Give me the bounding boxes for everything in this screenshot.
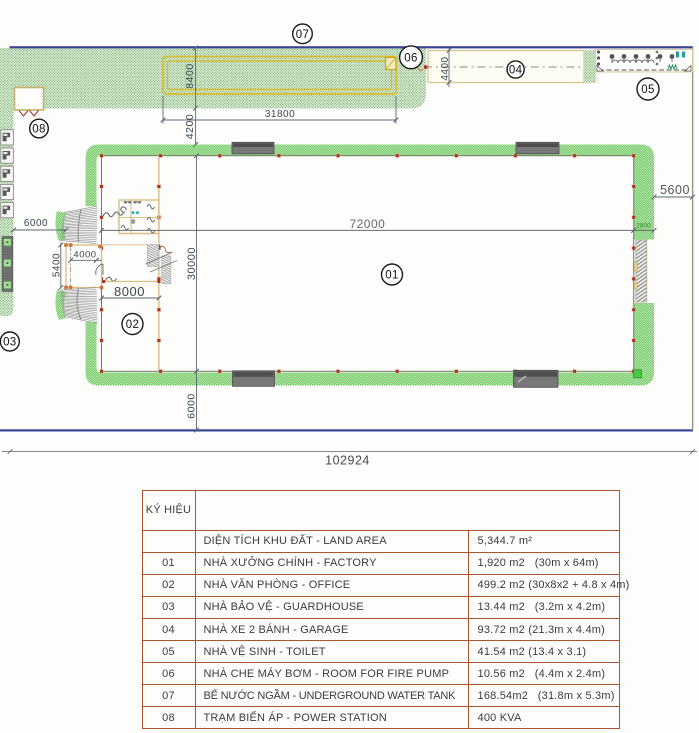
svg-text:72000: 72000: [349, 217, 385, 231]
svg-text:4200: 4200: [184, 114, 196, 139]
svg-text:04: 04: [509, 65, 523, 77]
svg-text:5400: 5400: [51, 253, 62, 277]
svg-text:06: 06: [404, 52, 417, 64]
svg-text:2800: 2800: [636, 223, 651, 230]
svg-text:05: 05: [641, 84, 654, 96]
svg-text:8400: 8400: [184, 63, 196, 88]
svg-text:08: 08: [32, 124, 45, 136]
svg-text:102924: 102924: [325, 454, 370, 468]
svg-text:01: 01: [385, 270, 398, 282]
svg-text:07: 07: [296, 29, 309, 41]
svg-text:03: 03: [3, 337, 16, 349]
svg-text:31800: 31800: [265, 109, 295, 120]
svg-text:6000: 6000: [186, 393, 198, 418]
svg-text:4400: 4400: [440, 56, 451, 80]
svg-text:8000: 8000: [114, 284, 145, 299]
svg-text:4000: 4000: [73, 250, 96, 261]
svg-text:5600: 5600: [660, 183, 690, 197]
svg-text:30000: 30000: [186, 247, 198, 280]
svg-text:6000: 6000: [24, 218, 48, 229]
svg-text:02: 02: [126, 319, 139, 331]
